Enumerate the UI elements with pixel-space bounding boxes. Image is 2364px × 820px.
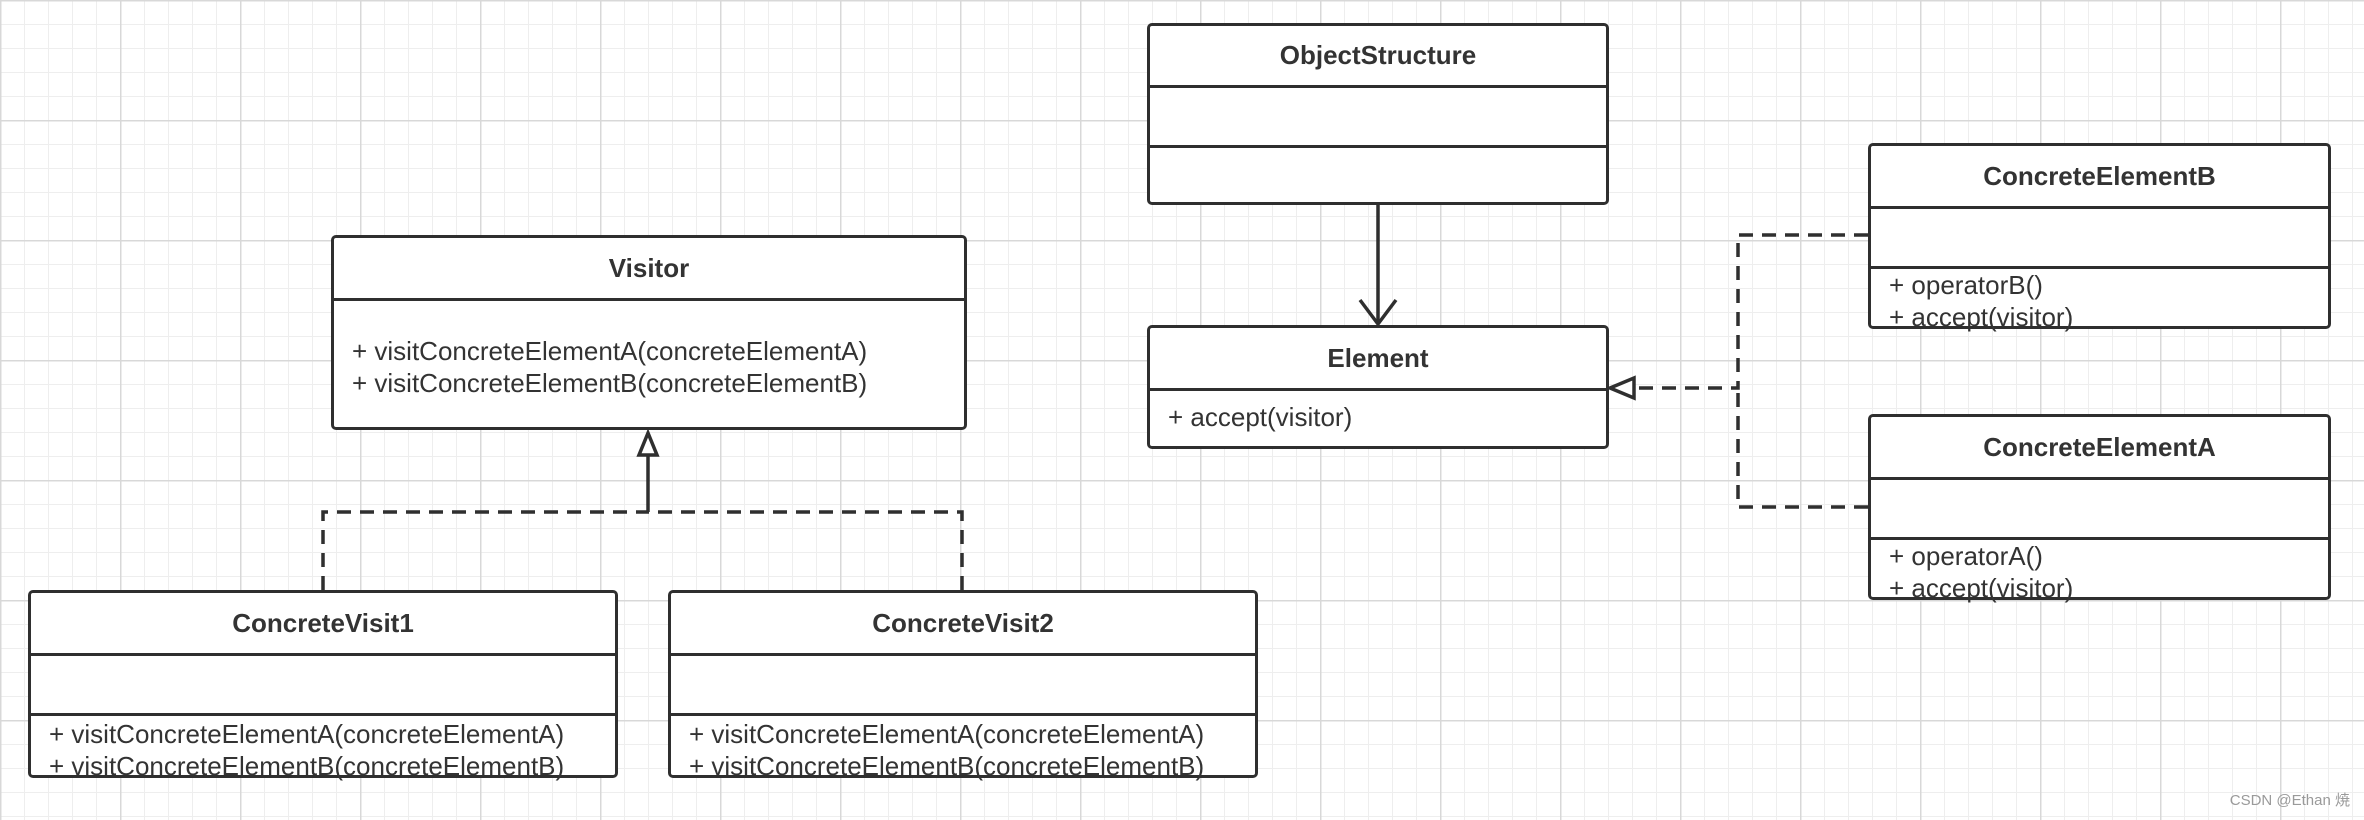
class-name: Element — [1327, 342, 1429, 373]
methods-compartment: + accept(visitor) — [1150, 388, 1606, 446]
method-visit-b: + visitConcreteElementB(concreteElementB… — [352, 368, 868, 398]
attributes-compartment — [1871, 206, 2328, 266]
class-element[interactable]: Element + accept(visitor) — [1147, 325, 1609, 449]
class-concrete-element-b[interactable]: ConcreteElementB + operatorB() + accept(… — [1868, 143, 2331, 332]
class-visitor[interactable]: Visitor + visitConcreteElementA(concrete… — [331, 235, 967, 430]
methods-compartment: + visitConcreteElementA(concreteElementA… — [334, 298, 964, 427]
class-name-compartment: ObjectStructure — [1150, 26, 1606, 85]
realization-visit2-visitor — [648, 510, 964, 590]
class-name-compartment: Element — [1150, 328, 1606, 388]
attributes-compartment — [31, 653, 615, 713]
methods-compartment: + visitConcreteElementA(concreteElementA… — [671, 713, 1255, 781]
realization-visit1-visitor — [321, 510, 648, 590]
class-concrete-element-a[interactable]: ConcreteElementA + operatorA() + accept(… — [1868, 414, 2331, 603]
class-name: ConcreteElementB — [1983, 160, 2216, 191]
attributes-compartment — [1871, 477, 2328, 537]
association-objectstructure-element — [1358, 204, 1398, 327]
method-accept: + accept(visitor) — [1168, 402, 1353, 432]
methods-compartment — [1150, 145, 1606, 202]
watermark: CSDN @Ethan 焼 — [2229, 792, 2350, 809]
class-name-compartment: ConcreteVisit2 — [671, 593, 1255, 653]
method-visit-a: + visitConcreteElementA(concreteElementA… — [352, 336, 868, 366]
class-object-structure[interactable]: ObjectStructure — [1147, 23, 1609, 205]
class-name: ConcreteVisit1 — [232, 607, 414, 638]
method-visit-a: + visitConcreteElementA(concreteElementA… — [689, 719, 1205, 749]
attributes-compartment — [1150, 85, 1606, 145]
method-accept: + accept(visitor) — [1889, 302, 2074, 332]
class-name: ConcreteVisit2 — [872, 607, 1054, 638]
class-name-compartment: ConcreteElementA — [1871, 417, 2328, 477]
methods-compartment: + operatorA() + accept(visitor) — [1871, 537, 2328, 603]
class-concrete-visit2[interactable]: ConcreteVisit2 + visitConcreteElementA(c… — [668, 590, 1258, 781]
method-accept: + accept(visitor) — [1889, 573, 2074, 603]
realization-arrowhead-element — [1605, 375, 1636, 401]
class-name: Visitor — [608, 252, 690, 283]
class-name: ObjectStructure — [1279, 40, 1477, 70]
method-operator-b: + operatorB() — [1889, 270, 2043, 300]
method-visit-b: + visitConcreteElementB(concreteElementB… — [49, 751, 565, 781]
class-name-compartment: ConcreteElementB — [1871, 146, 2328, 206]
class-name: ConcreteElementA — [1983, 431, 2216, 462]
attributes-compartment — [671, 653, 1255, 713]
method-operator-a: + operatorA() — [1889, 541, 2043, 571]
method-visit-a: + visitConcreteElementA(concreteElementA… — [49, 719, 565, 749]
methods-compartment: + operatorB() + accept(visitor) — [1871, 266, 2328, 332]
class-name-compartment: Visitor — [334, 238, 964, 298]
method-visit-b: + visitConcreteElementB(concreteElementB… — [689, 751, 1205, 781]
methods-compartment: + visitConcreteElementA(concreteElementA… — [31, 713, 615, 781]
class-concrete-visit1[interactable]: ConcreteVisit1 + visitConcreteElementA(c… — [28, 590, 618, 781]
realization-arrowhead-visitor — [636, 428, 660, 457]
realization-elementb-element — [1626, 233, 1868, 390]
realization-elementa-element — [1736, 388, 1868, 509]
class-name-compartment: ConcreteVisit1 — [31, 593, 615, 653]
